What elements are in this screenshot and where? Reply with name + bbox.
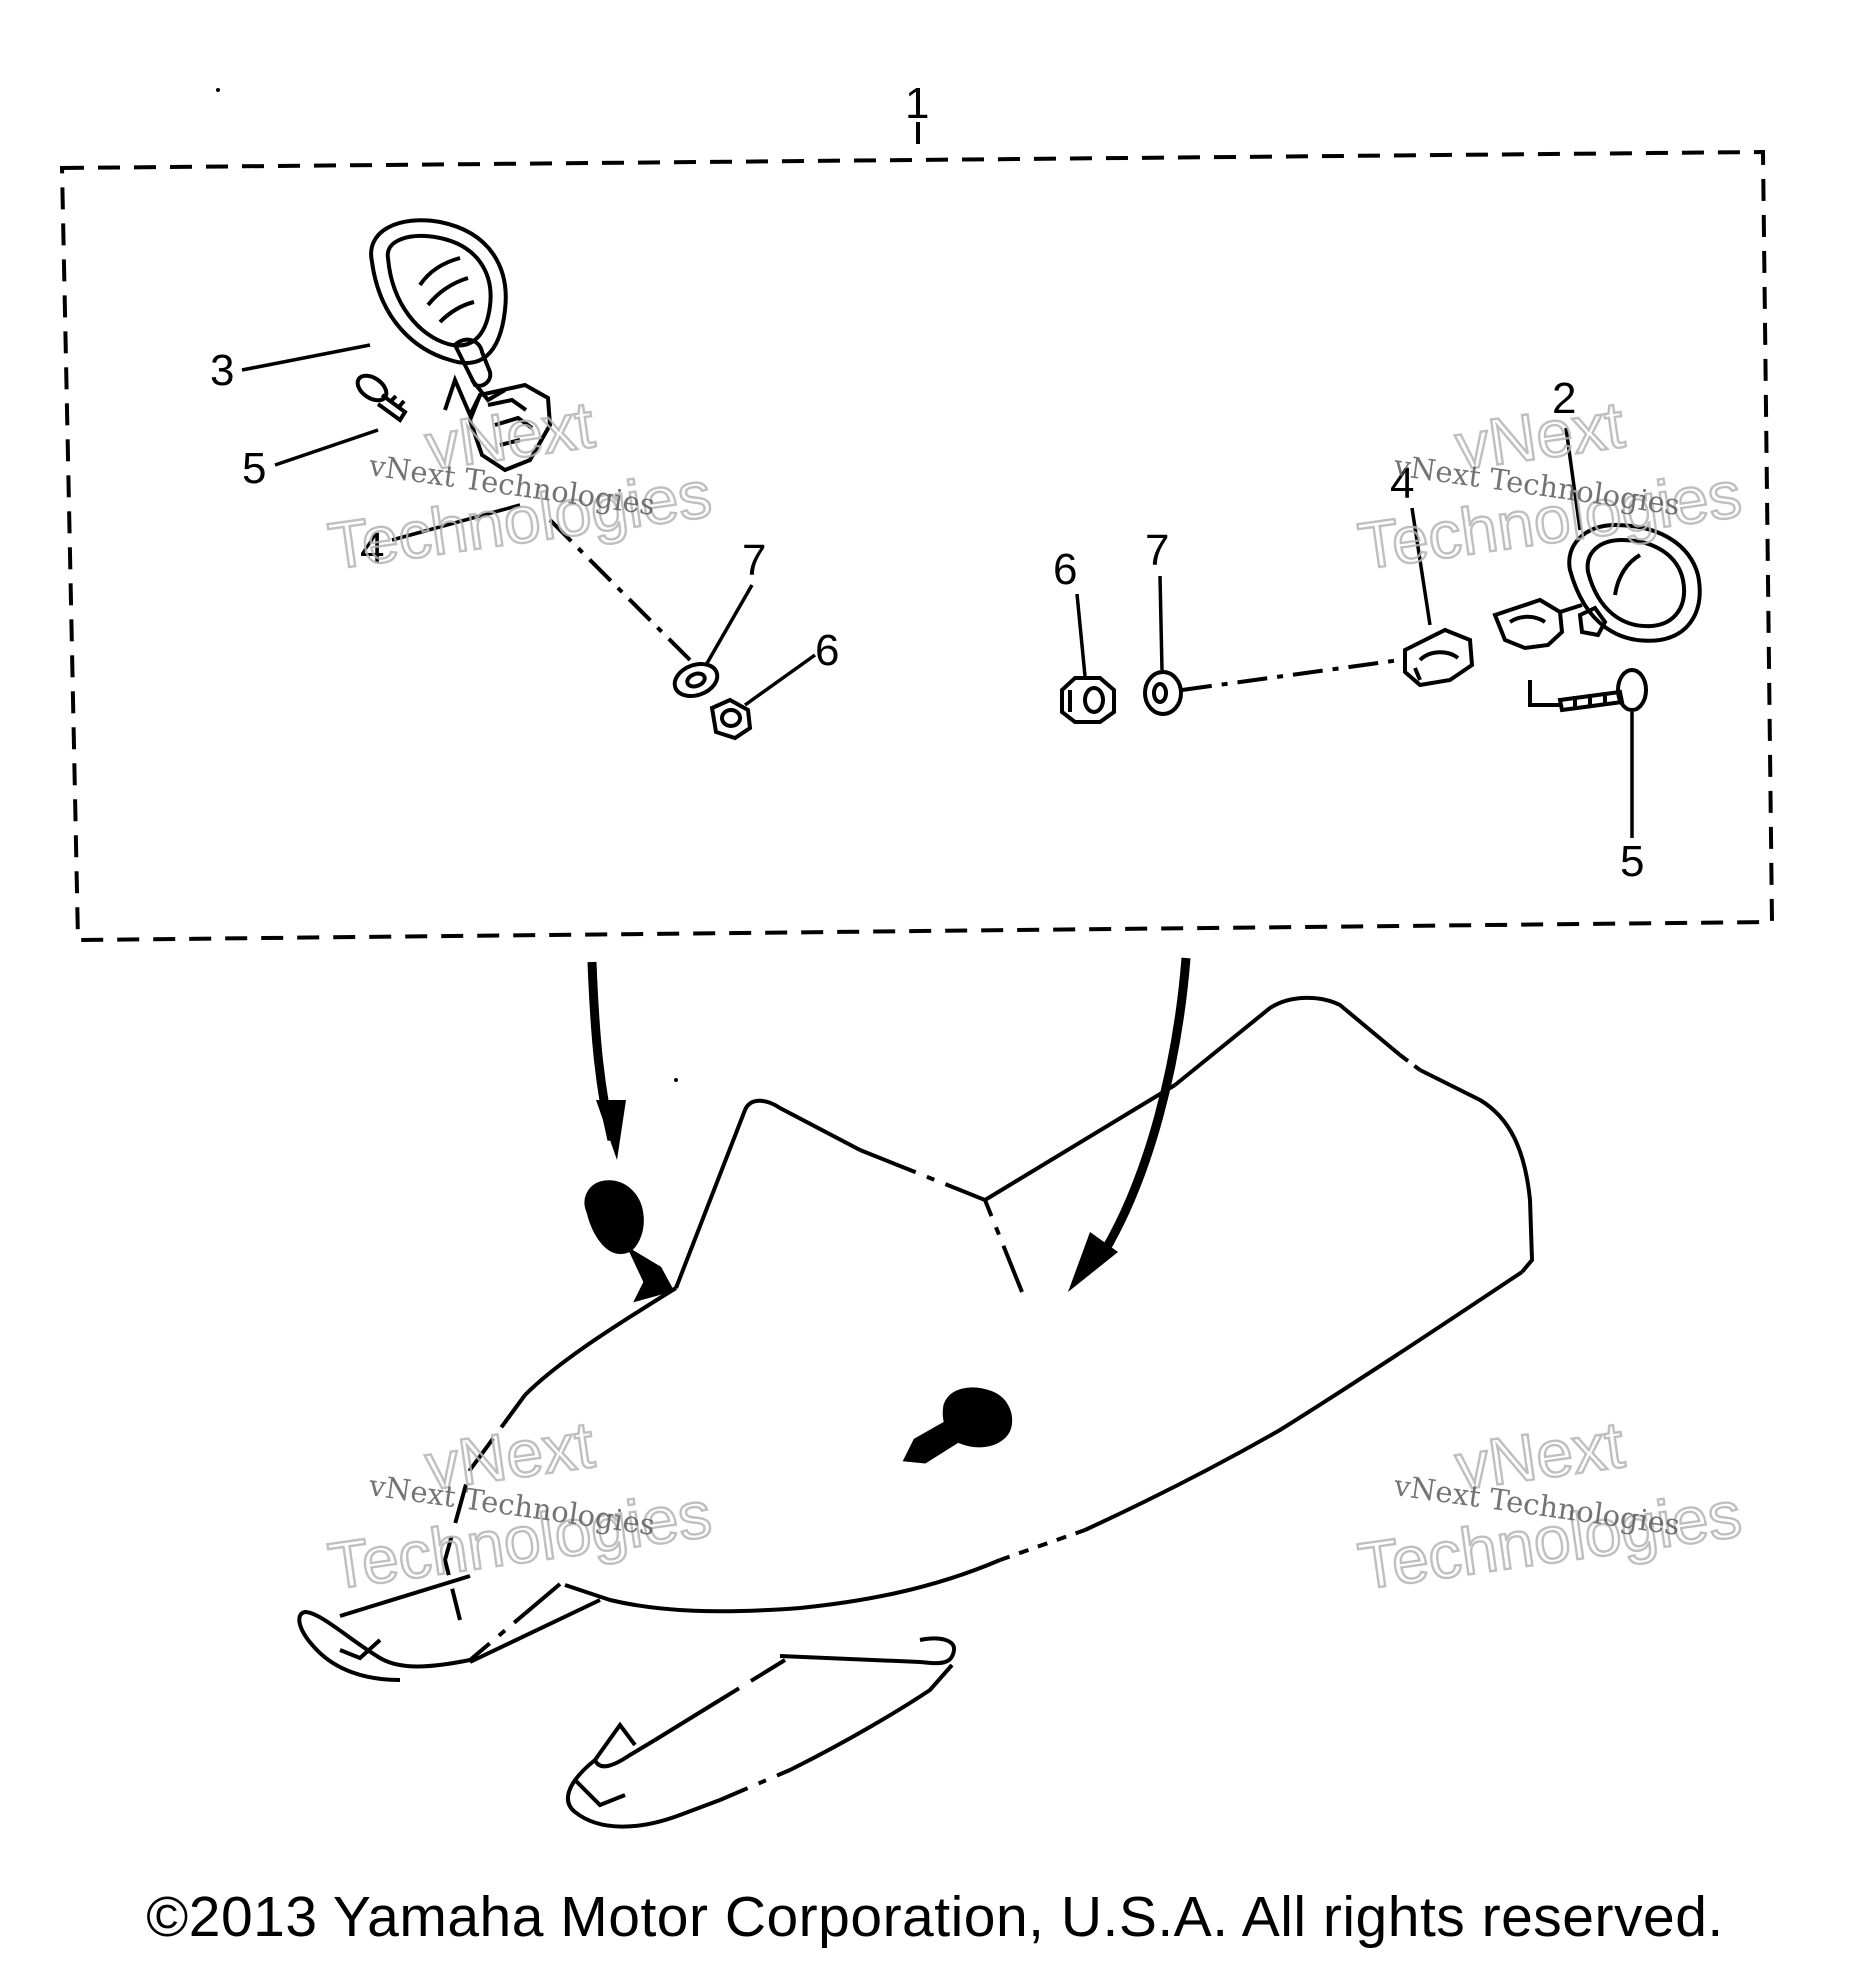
left-mirror-stem: [452, 337, 507, 403]
right-bracket-back: [1403, 627, 1475, 688]
right-screw: [1528, 668, 1648, 713]
left-mirror: [369, 218, 508, 365]
left-screw: [355, 373, 408, 423]
callout-6-right-nut: 6: [1053, 545, 1077, 594]
leader-3: [241, 343, 371, 372]
left-assembly-line: [548, 518, 692, 662]
scan-speck: [674, 1078, 678, 1082]
callout-3-left-mirror: 3: [210, 346, 234, 395]
right-mirror-installed: [902, 1387, 1013, 1464]
scan-speck: [216, 88, 220, 92]
callout-5-right-screw: 5: [1620, 837, 1644, 886]
callout-7-right-washer: 7: [1145, 526, 1169, 575]
right-washer: [1143, 670, 1183, 716]
left-mirror-installed: [584, 1180, 675, 1303]
leader-4-left: [391, 503, 521, 542]
left-washer: [672, 662, 720, 698]
right-mirror: [1567, 522, 1702, 643]
left-placement-arrow: [587, 961, 626, 1160]
leader-6-right: [1075, 593, 1087, 677]
callout-7-left-washer: 7: [742, 536, 766, 585]
callout-5-left-screw: 5: [242, 444, 266, 493]
callout-6-left-nut: 6: [815, 626, 839, 675]
leader-2: [1564, 427, 1582, 531]
right-bracket-front: [1492, 597, 1608, 651]
copyright-notice: ©2013 Yamaha Motor Corporation, U.S.A. A…: [146, 1885, 1724, 1949]
leader-7-left: [704, 584, 754, 666]
callout-4-right-bracket: 4: [1390, 459, 1414, 508]
snowmobile-outline: [297, 995, 1535, 1829]
leader-5-left: [274, 428, 379, 467]
leader-4-right: [1410, 507, 1432, 626]
callout-2-right-mirror: 2: [1552, 374, 1576, 423]
leader-6-left: [743, 653, 817, 707]
right-placement-arrow: [1068, 957, 1191, 1292]
right-nut: [1060, 676, 1116, 724]
leader-7-right: [1158, 575, 1164, 671]
left-nut: [709, 697, 753, 741]
right-assembly-line: [1181, 658, 1401, 692]
assembly-box: [59, 149, 1775, 943]
callout-4-left-bracket: 4: [360, 524, 384, 573]
left-bracket: [443, 374, 553, 473]
